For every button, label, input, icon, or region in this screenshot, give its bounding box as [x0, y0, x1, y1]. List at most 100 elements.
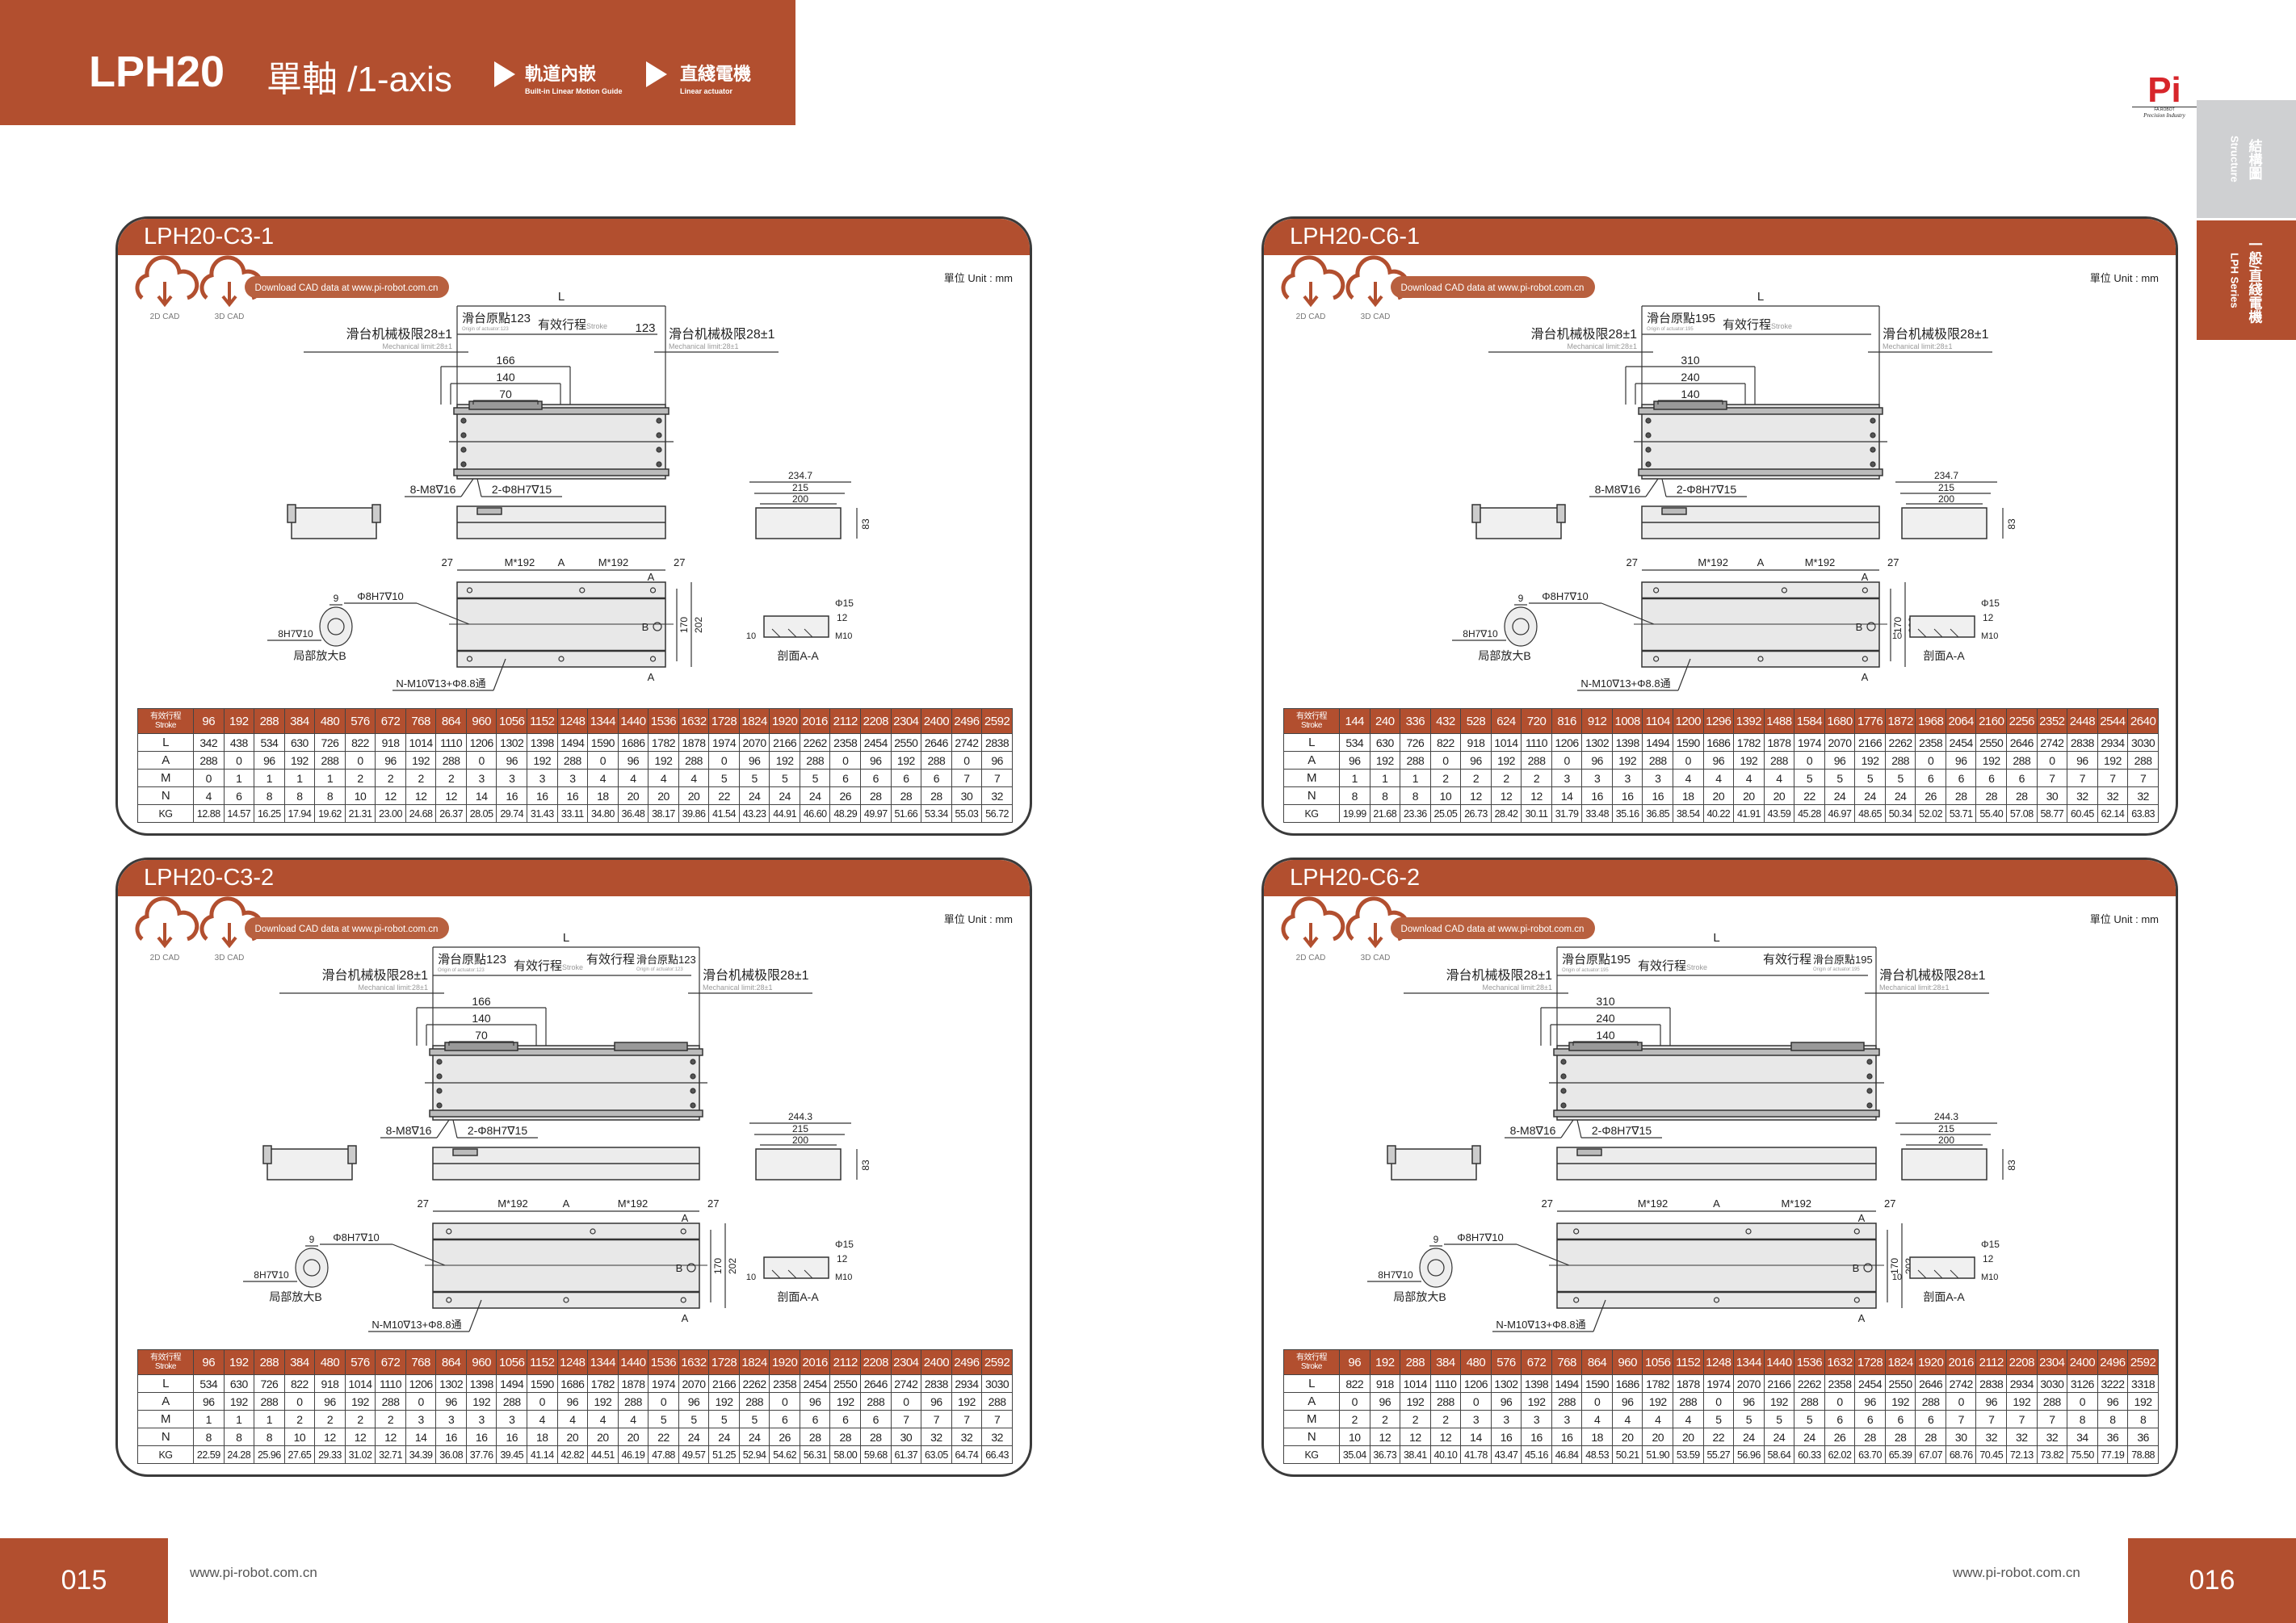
mount-hole-icon — [1560, 1059, 1567, 1065]
mount-hole-icon — [436, 1059, 443, 1065]
table-cell: 7 — [981, 1410, 1013, 1428]
download-cad-button[interactable] — [245, 276, 449, 298]
detail-hole-callout: 8H7∇10 — [254, 1269, 289, 1281]
table-cell: 288 — [1429, 1392, 1462, 1411]
section-dim-15: Φ15 — [1981, 1239, 2000, 1250]
table-cell: 7 — [1975, 1410, 2008, 1428]
table-cell: 5 — [1794, 1410, 1825, 1428]
download-cad-button[interactable] — [1391, 917, 1595, 939]
table-cell: 1110 — [1521, 733, 1552, 752]
cad-2d-download-icon[interactable] — [1281, 255, 1345, 308]
table-cell: 3 — [1581, 769, 1613, 787]
row-label: A — [1283, 751, 1340, 770]
table-cell: 1 — [223, 1410, 255, 1428]
table-cell: 2838 — [1975, 1374, 2008, 1393]
side-tab-lph-series[interactable]: LPH Series 一般/直綫電機 — [2197, 220, 2296, 340]
table-cell: 2838 — [921, 1374, 952, 1393]
download-cad-button[interactable] — [1391, 276, 1595, 298]
table-cell: 2 — [314, 1410, 346, 1428]
stroke-value: 2592 — [981, 708, 1013, 734]
table-cell: 1494 — [556, 733, 589, 752]
mount-hole-icon — [656, 461, 662, 468]
table-cell: 12 — [1521, 786, 1552, 805]
end-offset-left: 27 — [1627, 556, 1638, 568]
dimension-line — [416, 602, 470, 625]
table-cell: 2 — [405, 769, 437, 787]
row-label: KG — [137, 804, 194, 823]
row-label: M — [1283, 1410, 1340, 1428]
table-cell: 1 — [283, 769, 316, 787]
detail-dim-9: 9 — [334, 593, 339, 604]
table-cell: 2454 — [799, 1374, 831, 1393]
table-cell: 28 — [1945, 786, 1977, 805]
stroke-value: 1824 — [1884, 1349, 1916, 1375]
side-tab-structure[interactable]: Structure 結構圖 — [2197, 100, 2296, 218]
dimension-line — [1593, 1299, 1606, 1332]
end-bracket — [1556, 504, 1566, 523]
footer-url-right[interactable]: www.pi-robot.com.cn — [1953, 1565, 2080, 1580]
table-cell: 3030 — [2127, 733, 2159, 752]
table-cell: 45.16 — [1521, 1445, 1552, 1464]
table-cell: 96 — [617, 751, 649, 770]
table-cell: 288 — [496, 1392, 528, 1411]
stroke-value: 144 — [1339, 708, 1370, 734]
table-cell: 36 — [2097, 1428, 2129, 1446]
mechanical-limit-right: 滑台机械极限28±1 — [703, 968, 809, 983]
table-cell: 16 — [496, 786, 528, 805]
side-tab-label-cn: 一般/直綫電機 — [2246, 237, 2262, 324]
origin-label-right: 滑台原點123 — [636, 954, 696, 966]
download-cad-link[interactable]: Download CAD data at www.pi-robot.com.cn — [255, 283, 439, 293]
table-cell: 1974 — [648, 1374, 679, 1393]
stroke-value: 720 — [1521, 708, 1552, 734]
height-170: 170 — [1889, 1258, 1900, 1274]
table-cell: 20 — [556, 1428, 589, 1446]
table-cell: 70.45 — [1975, 1445, 2008, 1464]
table-cell: 55.27 — [1702, 1445, 1735, 1464]
stroke-value: 96 — [193, 708, 225, 734]
table-cell: 7 — [951, 1410, 983, 1428]
table-cell: 192 — [829, 1392, 862, 1411]
cad-2d-download-icon[interactable] — [135, 896, 199, 949]
table-cell: 12 — [1429, 1428, 1462, 1446]
download-cad-button[interactable] — [245, 917, 449, 939]
slider-carriage-2 — [614, 1042, 688, 1051]
table-cell: 0 — [2067, 1392, 2098, 1411]
table-cell: 1494 — [496, 1374, 528, 1393]
table-cell: 5 — [708, 1410, 740, 1428]
footer-url-left[interactable]: www.pi-robot.com.cn — [190, 1565, 317, 1580]
download-cad-link[interactable]: Download CAD data at www.pi-robot.com.cn — [1401, 925, 1585, 934]
left-end-view — [267, 1148, 353, 1181]
stroke-value: 960 — [465, 1349, 497, 1375]
table-cell: 12 — [1369, 1428, 1401, 1446]
table-cell: 5 — [1884, 769, 1916, 787]
table-cell: 2742 — [2036, 733, 2068, 752]
table-cell: 24.68 — [405, 804, 437, 823]
dimension-line — [452, 1119, 458, 1139]
feature-guide-cn: 軌道內嵌 — [525, 64, 597, 84]
cad-2d-download-icon[interactable] — [135, 255, 199, 308]
download-cad-link[interactable]: Download CAD data at www.pi-robot.com.cn — [1401, 283, 1585, 293]
height-170: 170 — [712, 1258, 724, 1274]
table-cell: 5 — [1854, 769, 1886, 787]
table-cell: 3030 — [981, 1374, 1013, 1393]
table-cell: 43.23 — [738, 804, 770, 823]
table-cell: 5 — [1794, 769, 1825, 787]
table-cell: 53.59 — [1673, 1445, 1704, 1464]
cad-2d-download-icon[interactable] — [1281, 896, 1345, 949]
pin-hole-icon — [1512, 618, 1530, 635]
table-cell: 192 — [1642, 1392, 1674, 1411]
table-cell: 1014 — [405, 733, 437, 752]
pin-hole-icon — [303, 1259, 321, 1277]
table-cell: 1782 — [1642, 1374, 1674, 1393]
table-cell: 2646 — [921, 733, 952, 752]
row-label: N — [137, 786, 194, 805]
detail-dim-9: 9 — [309, 1234, 315, 1245]
table-cell: 35.16 — [1611, 804, 1643, 823]
table-cell: 96 — [1733, 1392, 1765, 1411]
download-cad-link[interactable]: Download CAD data at www.pi-robot.com.cn — [255, 925, 439, 934]
table-cell: 8 — [1369, 786, 1401, 805]
table-cell: 1782 — [587, 1374, 619, 1393]
stroke-header-cn: 有效行程 — [1296, 712, 1328, 721]
